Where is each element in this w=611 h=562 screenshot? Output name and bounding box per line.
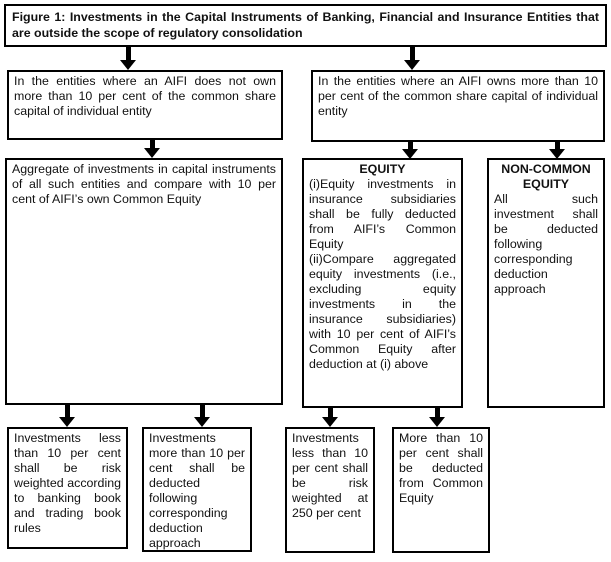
arrow-stem [407, 142, 413, 149]
arrow-title-to-left-branch [120, 47, 136, 70]
equity-box: EQUITY (i)Equity investments in insuranc… [302, 158, 463, 408]
outcome-corresponding-deduction-text: Investments more than 10 per cent shall … [149, 431, 245, 550]
arrow-head-icon [322, 417, 338, 427]
arrow-head-icon [402, 149, 418, 159]
aggregate-compare-text: Aggregate of investments in capital inst… [12, 162, 276, 206]
outcome-banking-book-text: Investments less than 10 per cent shall … [14, 431, 121, 535]
equity-heading: EQUITY [359, 162, 406, 176]
arrow-aggregate-to-corresponding-deduction [194, 405, 210, 427]
arrow-head-icon [144, 148, 160, 158]
arrow-stem [149, 140, 155, 148]
arrow-equity-to-deduct-common [429, 408, 445, 427]
arrow-left-branch-to-aggregate [144, 140, 160, 158]
arrow-stem [125, 47, 131, 60]
arrow-right-branch-to-non-common [549, 142, 565, 159]
arrow-equity-to-risk-weight-250 [322, 408, 338, 427]
arrow-head-icon [194, 417, 210, 427]
non-common-equity-heading: NON-COMMON EQUITY [501, 162, 591, 191]
outcome-deduct-common-equity-text: More than 10 per cent shall be deducted … [399, 431, 483, 505]
figure-title-box: Figure 1: Investments in the Capital Ins… [4, 4, 607, 47]
arrow-title-to-right-branch [404, 47, 420, 70]
arrow-stem [199, 405, 205, 417]
non-common-equity-box: NON-COMMON EQUITY All such investment sh… [487, 158, 605, 408]
arrow-head-icon [429, 417, 445, 427]
arrow-head-icon [404, 60, 420, 70]
branch-owns-more-10-text: In the entities where an AIFI owns more … [318, 74, 598, 118]
aggregate-compare-box: Aggregate of investments in capital inst… [5, 158, 283, 405]
arrow-stem [64, 405, 70, 417]
arrow-right-branch-to-equity [402, 142, 418, 159]
arrow-head-icon [59, 417, 75, 427]
arrow-aggregate-to-banking-book [59, 405, 75, 427]
outcome-deduct-common-equity-box: More than 10 per cent shall be deducted … [392, 427, 490, 553]
equity-item-i: (i)Equity investments in insurance subsi… [309, 177, 456, 251]
arrow-stem [554, 142, 560, 149]
arrow-stem [327, 408, 333, 417]
outcome-risk-weight-250-text: Investments less than 10 per cent shall … [292, 431, 368, 520]
outcome-risk-weight-250-box: Investments less than 10 per cent shall … [285, 427, 375, 553]
branch-not-own-more-10-text: In the entities where an AIFI does not o… [14, 74, 276, 118]
arrow-stem [409, 47, 415, 60]
arrow-stem [434, 408, 440, 417]
non-common-equity-text: All such investment shall be deducted fo… [494, 192, 598, 296]
outcome-banking-book-box: Investments less than 10 per cent shall … [7, 427, 128, 549]
arrow-head-icon [120, 60, 136, 70]
equity-item-ii: (ii)Compare aggregated equity investment… [309, 252, 456, 371]
outcome-corresponding-deduction-box: Investments more than 10 per cent shall … [142, 427, 252, 552]
arrow-head-icon [549, 149, 565, 159]
branch-not-own-more-10-box: In the entities where an AIFI does not o… [7, 70, 283, 140]
branch-owns-more-10-box: In the entities where an AIFI owns more … [311, 70, 605, 142]
figure-title-text: Figure 1: Investments in the Capital Ins… [12, 10, 599, 40]
